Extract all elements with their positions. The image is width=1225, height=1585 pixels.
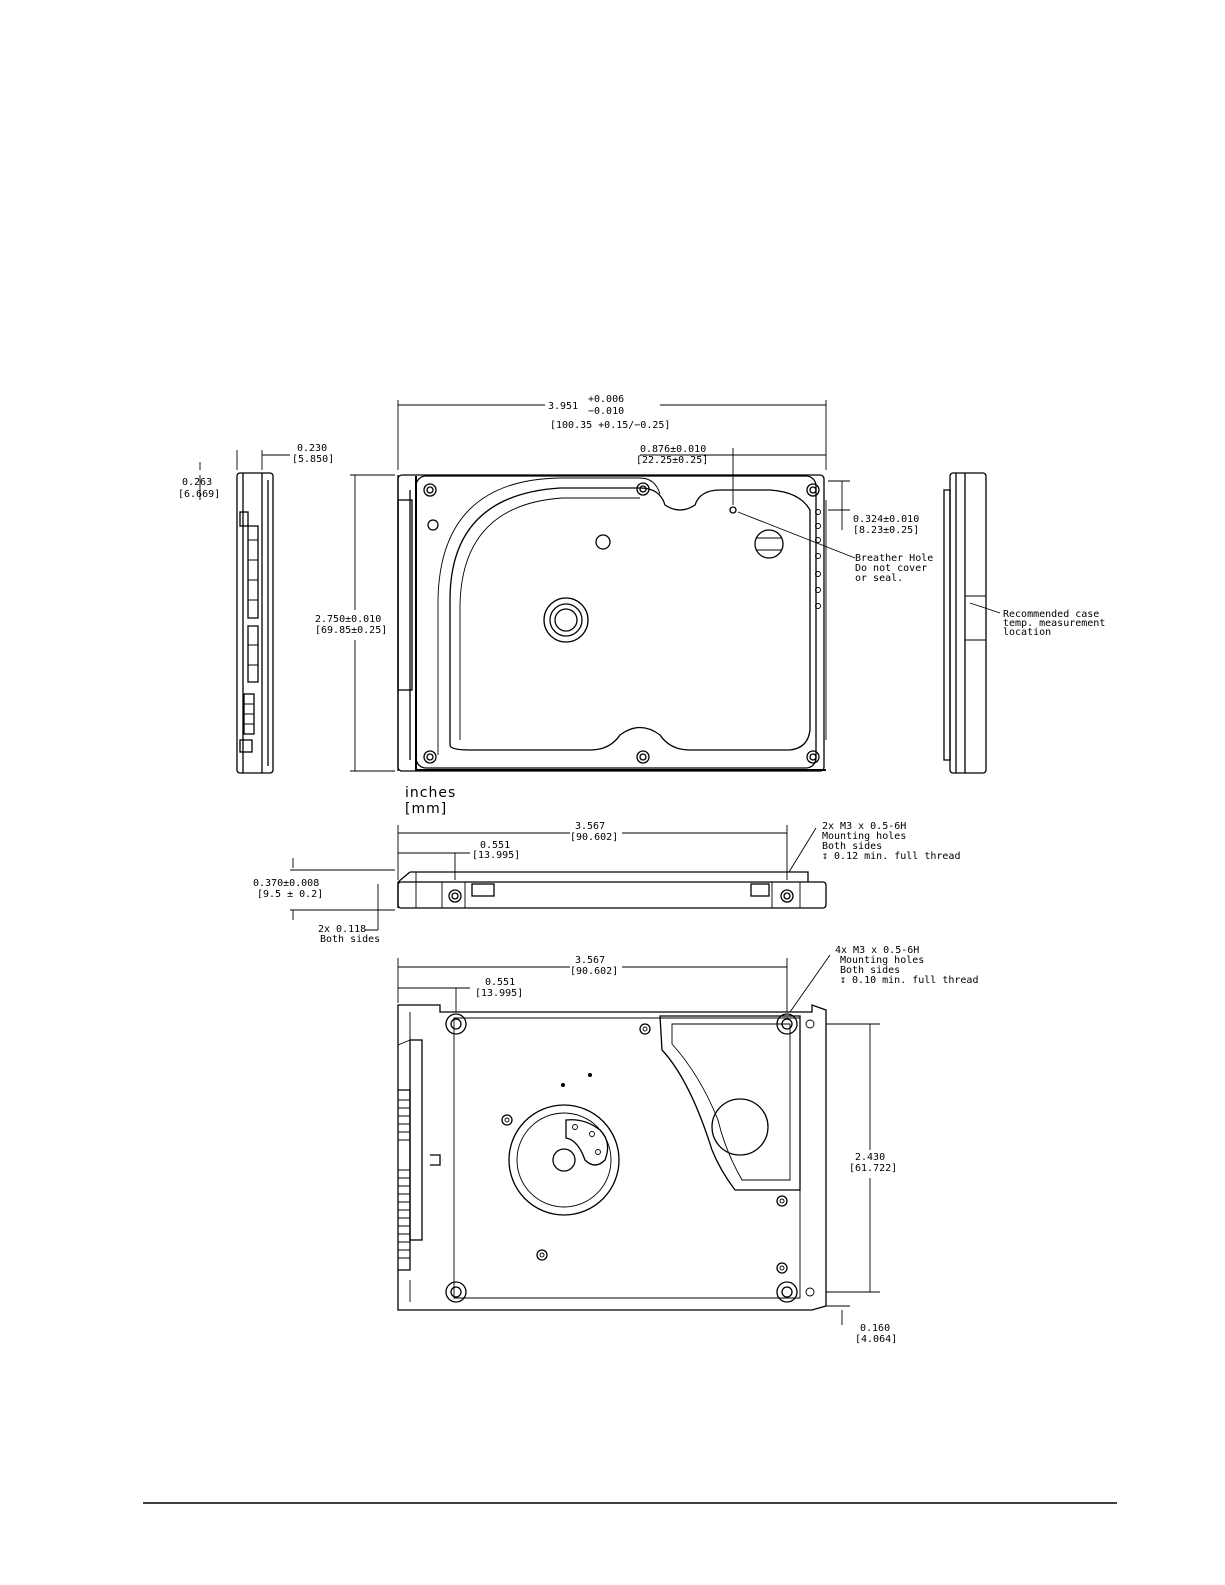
width-mm: [100.35 +0.15/−0.25]: [550, 420, 670, 431]
left-view: [236, 472, 274, 774]
case-temp-note-3: location: [1003, 627, 1051, 638]
breather-drop: 0.324±0.010: [853, 514, 919, 525]
height-mm: [69.85±0.25]: [315, 625, 387, 636]
side-offset: 0.551: [480, 840, 510, 851]
breather-note-3: or seal.: [855, 573, 903, 584]
side-thickness-mm: [9.5 ± 0.2]: [257, 889, 323, 900]
case-temp-note-1: Recommended case: [1003, 609, 1099, 620]
right-view: Recommended case temp. measurement locat…: [943, 472, 1105, 774]
units-mm: [mm]: [405, 801, 447, 817]
side-span-mm: [90.602]: [570, 832, 618, 843]
units-inches: inches: [405, 785, 456, 801]
side-offset-mm: [13.995]: [472, 850, 520, 861]
left-dim-a-mm: [5.850]: [292, 454, 334, 465]
side-edge-note: Both sides: [320, 934, 380, 945]
side-holes-2: Mounting holes: [822, 831, 906, 842]
side-holes-3: Both sides: [822, 841, 882, 852]
side-view: [397, 871, 827, 909]
bottom-offset-mm: [13.995]: [475, 988, 523, 999]
bottom-edge-mm: [4.064]: [855, 1334, 897, 1345]
side-holes-1: 2x M3 x 0.5-6H: [822, 821, 906, 832]
top-view: [397, 474, 827, 772]
bottom-holes-4: ↧ 0.10 min. full thread: [840, 975, 978, 986]
breather-offset: 0.876±0.010: [640, 444, 706, 455]
left-dim-b-mm: [6.669]: [178, 489, 220, 500]
breather-offset-mm: [22.25±0.25]: [636, 455, 708, 466]
side-view-dimensions: 3.567 [90.602] 0.551 [13.995] 0.370±0.00…: [253, 821, 960, 945]
top-view-labels: 3.951 +0.006 −0.010 [100.35 +0.15/−0.25]…: [315, 394, 933, 817]
bottom-view-dimensions: 3.567 [90.602] 0.551 [13.995] 4x M3 x 0.…: [397, 945, 978, 1345]
bottom-height: 2.430: [855, 1152, 885, 1163]
bottom-edge: 0.160: [860, 1323, 890, 1334]
width-main: 3.951: [548, 401, 578, 412]
bottom-span-mm: [90.602]: [570, 966, 618, 977]
left-dim-b: 0.263: [182, 477, 212, 488]
bottom-holes-3: Both sides: [840, 965, 900, 976]
bottom-holes-2: Mounting holes: [840, 955, 924, 966]
height: 2.750±0.010: [315, 614, 381, 625]
breather-drop-mm: [8.23±0.25]: [853, 525, 919, 536]
side-span: 3.567: [575, 821, 605, 832]
bottom-height-mm: [61.722]: [849, 1163, 897, 1174]
case-temp-note-2: temp. measurement: [1003, 618, 1105, 629]
width-tol-minus: −0.010: [588, 406, 624, 417]
breather-note-1: Breather Hole: [855, 553, 933, 564]
bottom-span: 3.567: [575, 955, 605, 966]
bottom-offset: 0.551: [485, 977, 515, 988]
bottom-holes-1: 4x M3 x 0.5-6H: [835, 945, 919, 956]
breather-note-2: Do not cover: [855, 563, 927, 574]
top-view-dimensions: [350, 400, 856, 772]
bottom-view: [397, 1004, 827, 1311]
side-holes-4: ↧ 0.12 min. full thread: [822, 851, 960, 862]
width-tol-plus: +0.006: [588, 394, 624, 405]
left-dim-a: 0.230: [297, 443, 327, 454]
side-edge: 2x 0.118: [318, 924, 366, 935]
side-thickness: 0.370±0.008: [253, 878, 319, 889]
left-view-dimensions: 0.230 [5.850] 0.263 [6.669]: [178, 443, 334, 500]
